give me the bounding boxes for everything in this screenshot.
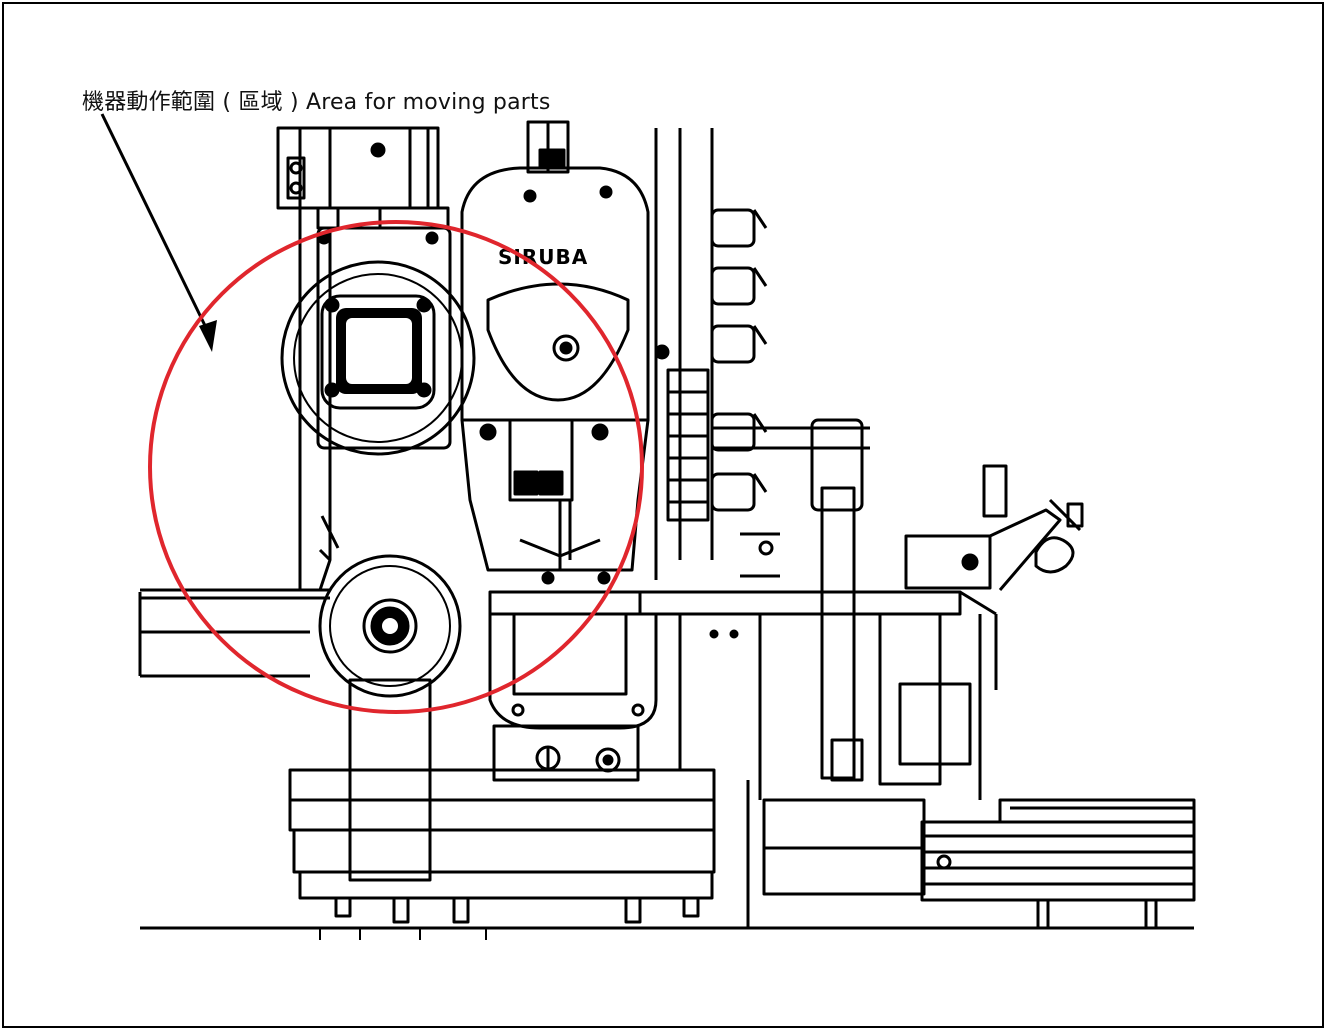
work-table (138, 588, 998, 800)
lower-motor (348, 612, 658, 882)
machine-base (288, 724, 926, 928)
machine-brand-label: SIRUBA (498, 245, 588, 269)
moving-parts-label: 機器動作範圍 ( 區域 ) Area for moving parts (82, 90, 551, 115)
leader-arrow (100, 113, 217, 352)
feeder-rail (920, 798, 1196, 930)
bobbin-wheel (318, 515, 462, 698)
tension-knobs (654, 128, 768, 580)
linkage-arm (712, 418, 870, 782)
sewing-head (460, 120, 650, 422)
upper-column (276, 126, 450, 590)
needle-assembly (460, 418, 650, 585)
moving-parts-zone-circle (148, 220, 644, 714)
right-clamp (904, 464, 1084, 591)
motor-housing (280, 226, 476, 456)
